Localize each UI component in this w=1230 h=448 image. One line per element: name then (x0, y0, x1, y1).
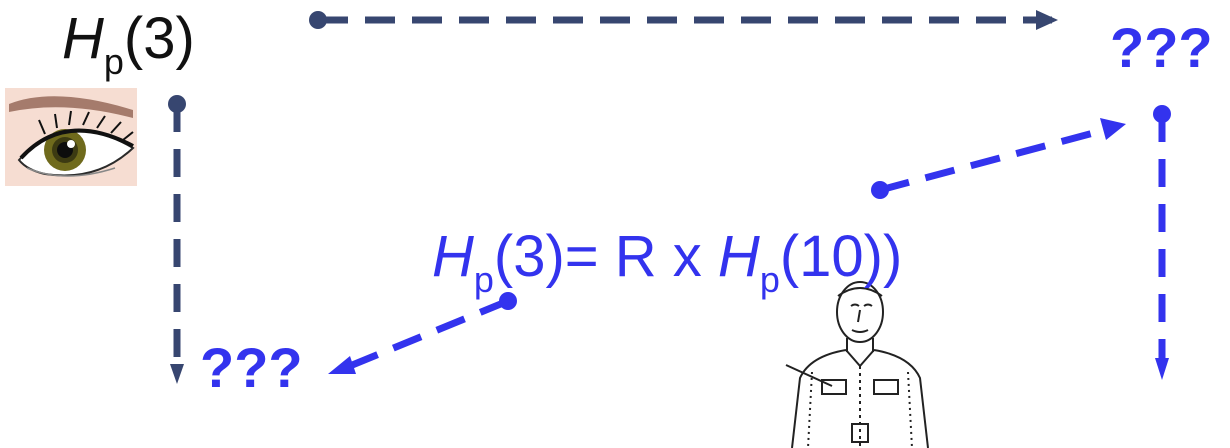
top-left-hp3-label: Hp(3) (62, 10, 195, 80)
formula-to-top-right-arrow (871, 118, 1126, 199)
person-icon (785, 281, 929, 448)
top-left-h-symbol: H (62, 6, 104, 71)
formula-to-bottom-left-arrow (328, 292, 517, 374)
bottom-left-unknown-label: ??? (200, 336, 303, 399)
top-right-unknown-label: ??? (1110, 16, 1213, 79)
formula-h1: H (432, 224, 474, 289)
top-left-subscript: p (103, 41, 124, 82)
formula-mid: (3)= R x (493, 224, 718, 289)
formula-label: Hp(3)= R x Hp(10)) (432, 228, 902, 298)
formula-sub1: p (473, 259, 494, 300)
right-vertical-arrow (1153, 105, 1171, 380)
formula-h2: H (717, 224, 760, 289)
formula-sub2: p (759, 259, 780, 300)
left-vertical-arrow (168, 95, 186, 384)
top-horizontal-arrow (309, 10, 1058, 30)
top-left-argument: (3) (123, 6, 195, 71)
formula-end: (10)) (779, 224, 903, 289)
eye-icon (5, 88, 137, 186)
